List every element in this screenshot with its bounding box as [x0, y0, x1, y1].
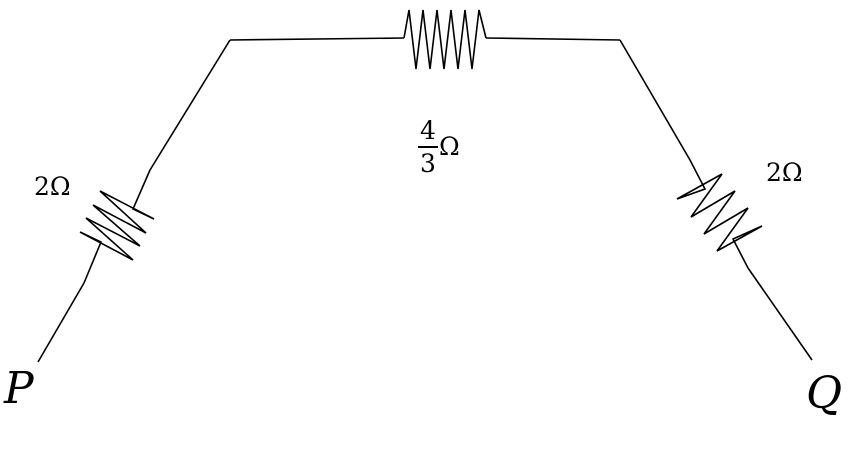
wire-right-to-q	[747, 267, 813, 361]
fraction-bar	[418, 146, 438, 148]
left-resistor-label: 2Ω	[34, 172, 71, 201]
top-resistor-fraction: 4 3	[418, 118, 438, 176]
resistor-right-zigzag	[676, 159, 763, 269]
wire-top-corner-to-right	[619, 39, 691, 161]
fraction-denominator: 3	[420, 148, 436, 178]
top-resistor-label: 4 3 Ω	[418, 118, 460, 176]
top-resistor-unit: Ω	[439, 132, 460, 162]
wire-top-left-segment	[229, 37, 405, 41]
wire-left-to-top-corner	[149, 39, 231, 171]
wire-top-right-segment	[485, 37, 621, 41]
resistor-left-zigzag	[79, 169, 155, 284]
wire-p-to-left-resistor	[37, 282, 85, 363]
terminal-q-label: Q	[806, 368, 843, 419]
terminal-p-label: P	[4, 363, 34, 414]
right-resistor-label: 2Ω	[766, 158, 803, 187]
fraction-numerator: 4	[420, 116, 436, 145]
resistor-top-zigzag	[403, 9, 487, 70]
